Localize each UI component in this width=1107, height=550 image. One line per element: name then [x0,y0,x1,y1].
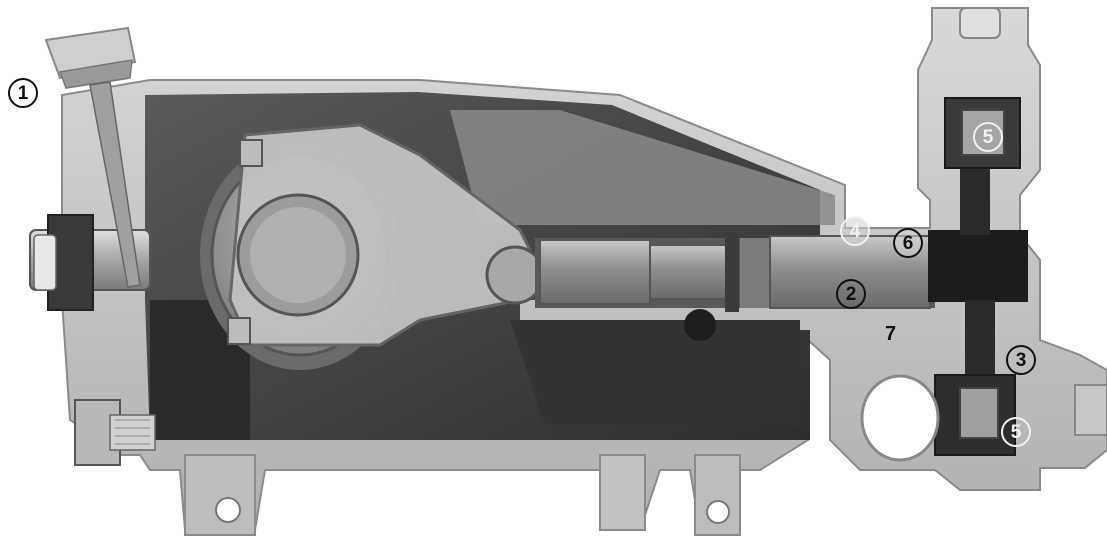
callout-1: 1 [8,78,38,108]
callout-3: 3 [1006,345,1036,375]
valve-head [860,7,1107,462]
callout-4: 4 [840,216,870,246]
oil-filler-cap [44,26,141,288]
callout-2: 2 [836,279,866,309]
crank-and-connecting-rod [200,123,545,370]
callout-5-top: 5 [973,122,1003,152]
callout-5-bottom: 5 [1001,417,1031,447]
callout-7: 7 [885,323,897,345]
callout-6: 6 [893,228,923,258]
drive-shaft-assembly [29,214,156,466]
plunger-assembly [535,232,935,341]
